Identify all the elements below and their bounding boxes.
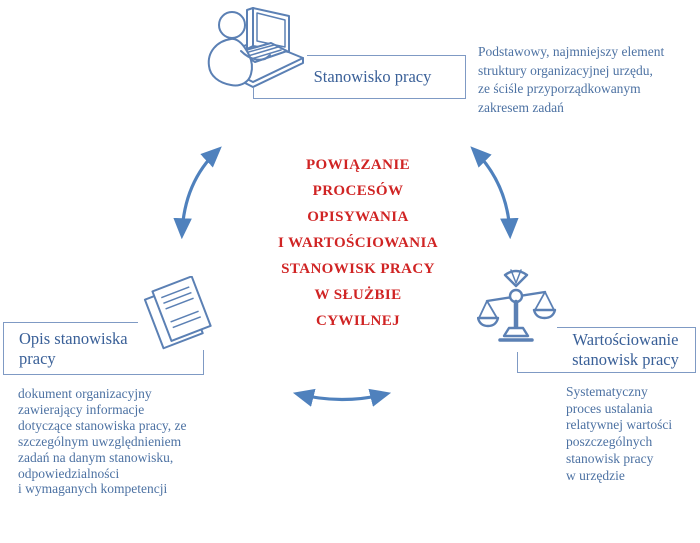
diagram-title: POWIĄZANIE PROCESÓW OPISYWANIA I WARTOŚC…	[278, 157, 438, 329]
arrow-top-left	[173, 146, 222, 240]
node-right-description: Systematyczny proces ustalania relatywne…	[566, 384, 673, 483]
arrow-bottom	[292, 388, 392, 407]
arrow-top-right	[470, 146, 519, 240]
node-top-label: Stanowisko pracy	[313, 67, 432, 86]
label-box-opis-stanowiska: Opis stanowiska pracy	[3, 322, 204, 375]
node-right-label: Wartościowanie stanowisk pracy	[572, 330, 679, 369]
label-box-wartosciowanie: Wartościowanie stanowisk pracy	[517, 327, 696, 373]
node-left-description: dokument organizacyjny zawierający infor…	[18, 386, 187, 497]
documents-icon	[138, 276, 222, 350]
node-top-description: Podstawowy, najmniejszy element struktur…	[478, 44, 665, 115]
person-at-computer-icon	[203, 4, 307, 88]
node-left-label: Opis stanowiska pracy	[19, 329, 128, 368]
scales-icon	[477, 266, 557, 352]
label-box-stanowisko-pracy: Stanowisko pracy	[253, 55, 466, 99]
